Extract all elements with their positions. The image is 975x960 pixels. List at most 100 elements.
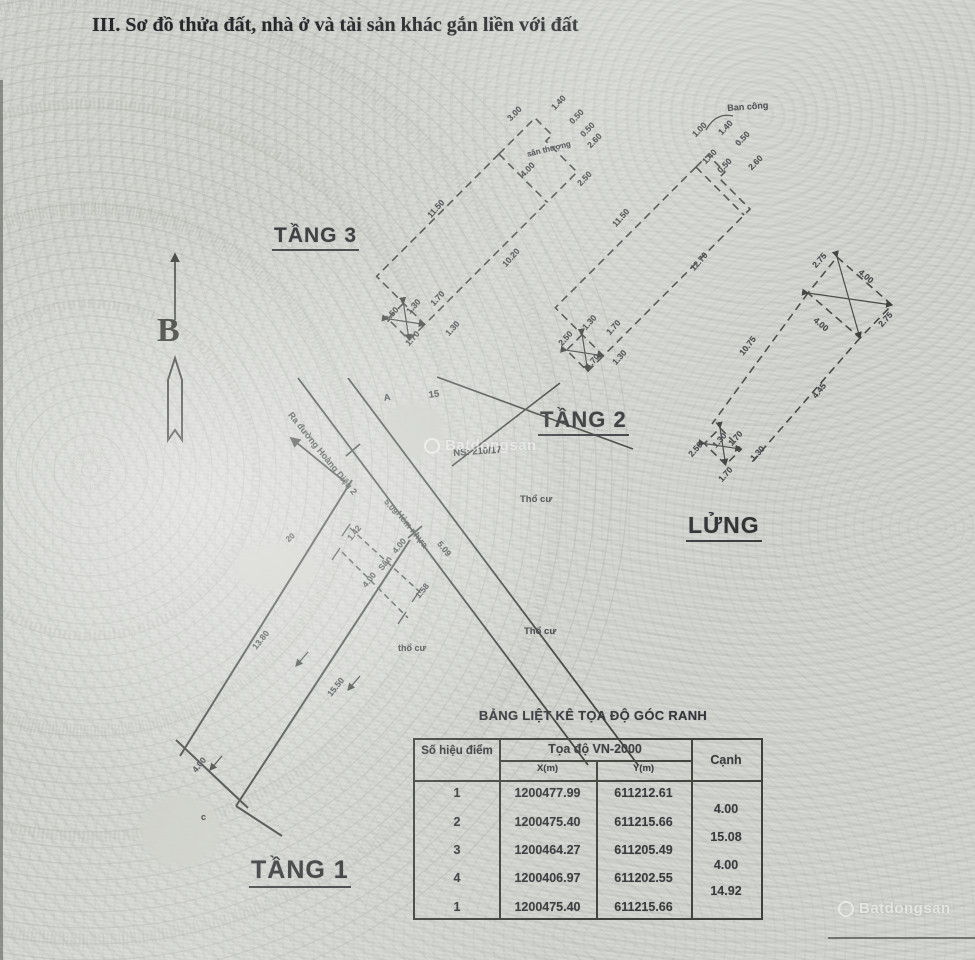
dim-t3-right-top: 2.50 bbox=[575, 169, 594, 188]
label-tang-2: TẦNG 2 bbox=[538, 407, 629, 436]
dim-t2-inner-b: 0.50 bbox=[715, 156, 734, 175]
dim-t2-step-d: 2.60 bbox=[746, 153, 765, 172]
dim-t1-back-w: 4.00 bbox=[190, 755, 209, 775]
scan-line-artifact bbox=[828, 937, 975, 939]
dim-t2-top-side: 1.00 bbox=[690, 120, 709, 139]
label-tang-1: TẦNG 1 bbox=[249, 856, 351, 888]
dim-t1-se-len: 15.50 bbox=[325, 675, 347, 699]
watermark-brand: Batdongsan bbox=[859, 900, 951, 917]
dim-lung-notch-d: 1.30 bbox=[710, 430, 729, 450]
dim-t2-notch-a: 2.50 bbox=[556, 328, 575, 348]
watermark-brand: Batdongsan bbox=[445, 437, 537, 454]
coordinate-table: Số hiệu điểm Tọa độ VN-2000 X(m) Y(m) Cạ… bbox=[413, 738, 763, 920]
label-zone-b: Thổ cư bbox=[524, 626, 557, 637]
cell-x: 1200477.99 bbox=[514, 786, 581, 800]
dim-lung-notch-e: 1.70 bbox=[716, 464, 735, 484]
dim-t3-right-len: 10.20 bbox=[500, 246, 522, 269]
dim-t3-top-side: 3.00 bbox=[505, 104, 524, 123]
label-balcony: Ban công bbox=[727, 100, 769, 113]
watermark-bottom-right: Batdongsan bbox=[838, 900, 951, 917]
dim-t3-step-a: 1.40 bbox=[549, 93, 568, 112]
label-terrace: sân thượng bbox=[526, 139, 572, 159]
cell-point: 2 bbox=[453, 815, 461, 829]
masked-text-fragment-b: 15 bbox=[428, 388, 441, 401]
label-zone-a: Thổ cư bbox=[520, 494, 553, 505]
table-gridline bbox=[499, 740, 501, 918]
cell-y: 611205.49 bbox=[614, 843, 673, 857]
cell-point: 3 bbox=[453, 843, 461, 857]
dim-t3-left-len: 11.50 bbox=[425, 197, 447, 220]
dim-t2-notch-d: 1.30 bbox=[580, 312, 599, 332]
watermark-logo-icon bbox=[838, 900, 854, 917]
dim-yard-back: 4.00 bbox=[360, 570, 379, 590]
table-gridline bbox=[596, 760, 598, 918]
privacy-blur-blobs bbox=[140, 402, 444, 867]
cell-y: 611212.61 bbox=[614, 786, 673, 800]
label-zone-c: thổ cư bbox=[398, 643, 427, 653]
mark-c: c bbox=[201, 812, 207, 822]
label-tang-3: TẦNG 3 bbox=[272, 224, 360, 251]
yard-lines bbox=[341, 527, 423, 619]
dim-lung-top-left: 2.75 bbox=[810, 250, 829, 270]
cell-edge: 15.08 bbox=[710, 830, 742, 844]
dim-t2-step-b: 0.50 bbox=[733, 129, 752, 148]
cell-y: 611215.66 bbox=[614, 900, 673, 914]
dim-lung-notch-a: 2.50 bbox=[686, 439, 705, 459]
cell-edge: 14.92 bbox=[710, 884, 742, 898]
dim-road-w2: 5.09 bbox=[435, 539, 454, 559]
dim-lung-side-len2: 4.45 bbox=[810, 380, 829, 401]
dim-yard-right: 1.58 bbox=[413, 581, 432, 601]
dim-t2-notch-e: 1.70 bbox=[583, 351, 602, 371]
col-header-edge: Cạnh bbox=[710, 753, 742, 767]
table-gridline bbox=[691, 740, 693, 918]
dim-t3-notch-e: 1.70 bbox=[403, 328, 422, 348]
table-title: BẢNG LIỆT KÊ TỌA ĐỘ GÓC RANH bbox=[478, 708, 708, 723]
col-header-y: Y(m) bbox=[632, 763, 655, 774]
cell-x: 1200475.40 bbox=[514, 815, 581, 829]
watermark-logo-icon bbox=[424, 437, 440, 454]
dim-t2-inner-a: 1.40 bbox=[700, 147, 719, 166]
dim-lung-bot-left: 4.00 bbox=[811, 315, 831, 334]
dim-lung-top-right: 4.00 bbox=[856, 267, 876, 286]
dim-t3-notch-d: 1.30 bbox=[404, 296, 423, 316]
cell-x: 1200406.97 bbox=[514, 871, 581, 885]
dim-lung-bot-right: 2.75 bbox=[876, 309, 895, 329]
col-header-x: X(m) bbox=[536, 763, 559, 774]
tang2-outline bbox=[554, 153, 752, 373]
cell-point: 4 bbox=[453, 871, 461, 885]
cell-point: 1 bbox=[453, 900, 461, 914]
cell-y: 611202.55 bbox=[614, 871, 673, 885]
table-gridline bbox=[499, 760, 691, 762]
cell-point: 1 bbox=[453, 786, 461, 800]
label-yard: Sân bbox=[376, 553, 394, 573]
dim-t3-notch-a: 2.50 bbox=[382, 304, 401, 324]
table-gridline bbox=[415, 780, 761, 782]
col-header-coord: Tọa độ VN-2000 bbox=[548, 742, 642, 756]
cell-edge: 4.00 bbox=[713, 802, 739, 816]
scan-edge-artifact bbox=[0, 80, 3, 960]
mark-20: 20 bbox=[284, 531, 297, 544]
dim-yard-left: 1.42 bbox=[345, 523, 364, 543]
dim-t2-left-len: 11.50 bbox=[610, 206, 632, 229]
col-header-point: Số hiệu điểm bbox=[421, 745, 493, 757]
dim-lung-notch-c: 1.30 bbox=[748, 443, 767, 463]
north-label: B bbox=[157, 312, 180, 349]
dim-t3-notch-c: 1.30 bbox=[443, 318, 462, 338]
dim-lung-notch-b: 1.70 bbox=[726, 428, 745, 448]
cell-x: 1200475.40 bbox=[514, 900, 581, 914]
dim-t3-step-b: 0.50 bbox=[567, 107, 586, 126]
label-road-exit: Ra đường Hoàng Diệu 2 bbox=[286, 410, 360, 497]
cell-y: 611215.66 bbox=[614, 815, 673, 829]
cell-edge: 4.00 bbox=[713, 858, 739, 872]
dim-lung-side-len: 10.75 bbox=[737, 334, 758, 358]
dim-t3-notch-b: 1.70 bbox=[428, 288, 447, 308]
dim-t3-width: 4.00 bbox=[518, 160, 537, 179]
label-lung: LỬNG bbox=[686, 512, 762, 542]
dim-t2-notch-b: 1.70 bbox=[604, 317, 623, 337]
dim-t1-nw-len: 13.80 bbox=[250, 628, 272, 652]
dim-yard-front: 4.00 bbox=[390, 536, 409, 556]
dim-t2-mid-len: 12.70 bbox=[688, 250, 710, 273]
watermark-center: Batdongsan bbox=[424, 437, 537, 454]
document-title: III. Sơ đồ thửa đất, nhà ở và tài sản kh… bbox=[92, 14, 579, 36]
